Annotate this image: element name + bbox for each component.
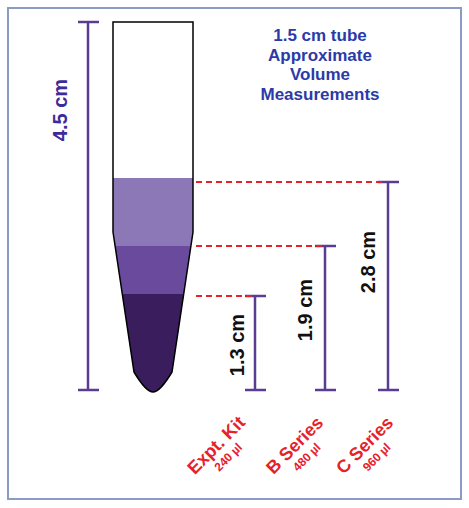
level-lines [196, 182, 386, 296]
frame [8, 8, 461, 499]
dimension-label: 1.3 cm [226, 314, 248, 376]
tube-outline [113, 22, 193, 392]
dimension-label: 2.8 cm [357, 231, 379, 293]
dimension-brackets [78, 22, 399, 390]
dimension-label: 4.5 cm [49, 79, 71, 141]
title: 1.5 cm tube Approximate Volume Measureme… [250, 26, 390, 104]
dimension-label: 1.9 cm [294, 279, 316, 341]
